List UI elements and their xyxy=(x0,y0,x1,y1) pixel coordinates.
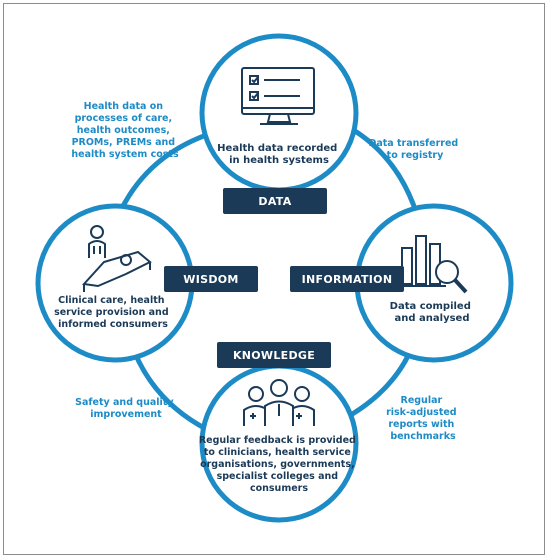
annotation-bottom-right: Regular risk-adjusted reports with bench… xyxy=(386,395,460,442)
node-top-text: Health data recorded in health systems xyxy=(217,143,341,166)
label-information: INFORMATION xyxy=(290,266,404,292)
label-data: DATA xyxy=(223,188,327,214)
label-knowledge: KNOWLEDGE xyxy=(217,342,331,368)
label-wisdom: WISDOM xyxy=(164,266,258,292)
svg-text:INFORMATION: INFORMATION xyxy=(302,273,393,286)
figure-frame xyxy=(3,3,545,555)
annotation-bottom-left: Safety and quality improvement xyxy=(75,397,177,420)
node-left-text: Clinical care, health service provision … xyxy=(54,295,172,330)
node-bottom-text: Regular feedback is provided to clinicia… xyxy=(199,435,359,494)
svg-text:DATA: DATA xyxy=(258,195,291,208)
chart-magnifier-icon xyxy=(398,235,468,294)
annotation-top-left: Health data on processes of care, health… xyxy=(71,101,179,160)
node-right-text: Data compiled and analysed xyxy=(390,301,475,324)
annotation-top-right: Data transferred to registry xyxy=(368,138,461,161)
svg-text:WISDOM: WISDOM xyxy=(183,273,238,286)
computer-checklist-icon xyxy=(241,67,315,125)
patient-care-icon xyxy=(81,225,152,292)
clinicians-group-icon xyxy=(243,379,315,426)
svg-text:KNOWLEDGE: KNOWLEDGE xyxy=(233,349,315,362)
